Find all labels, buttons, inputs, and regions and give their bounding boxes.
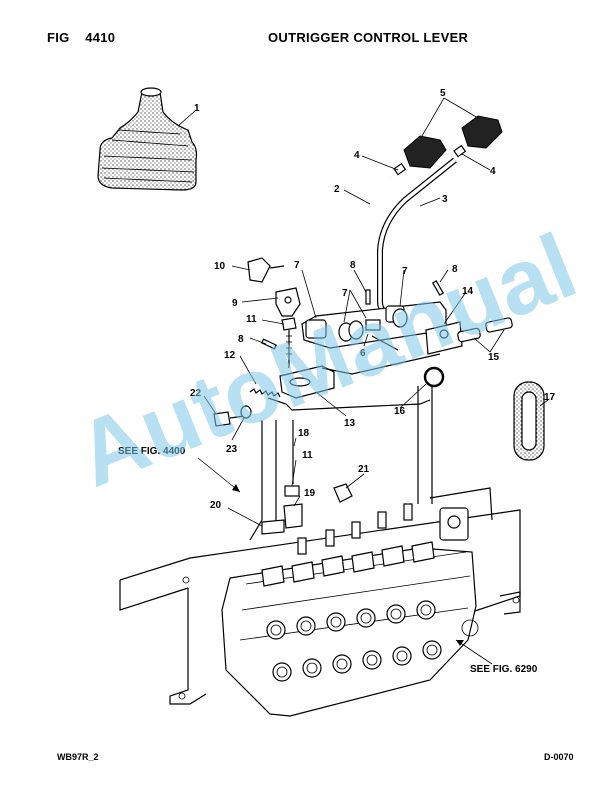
callout-11-b: 11 — [302, 450, 313, 461]
callout-18: 18 — [298, 428, 310, 439]
callout-4-left: 4 — [354, 150, 360, 161]
callout-4-right: 4 — [490, 166, 496, 177]
clevis-linkage — [247, 257, 301, 398]
grommet-part — [513, 381, 545, 461]
see-fig-6290-reference: SEE FIG. 6290 — [470, 664, 538, 675]
callout-3: 3 — [442, 194, 448, 205]
page-title: OUTRIGGER CONTROL LEVER — [268, 30, 469, 45]
callout-6: 6 — [360, 348, 366, 359]
callout-14: 14 — [462, 286, 474, 297]
callout-20: 20 — [210, 500, 222, 511]
callout-numbers: 1 5 4 4 2 3 10 7 8 7 8 7 14 9 11 8 6 15 … — [118, 88, 556, 675]
callout-5: 5 — [440, 88, 446, 99]
watermark: AutoManual — [63, 215, 589, 507]
callout-7-c: 7 — [342, 288, 348, 299]
callout-2: 2 — [334, 184, 340, 195]
callout-22: 22 — [190, 388, 202, 399]
callout-13: 13 — [344, 418, 356, 429]
footer-drawing-code: D-0070 — [544, 752, 574, 762]
leader-lines — [177, 97, 549, 665]
callout-11-a: 11 — [246, 314, 257, 325]
callout-8-a: 8 — [350, 260, 356, 271]
control-valve-body — [221, 503, 479, 717]
callout-19: 19 — [304, 488, 316, 499]
see-fig-4400-reference: SEE FIG. 4400 — [118, 446, 186, 457]
figure-number: FIG 4410 — [47, 30, 116, 45]
callout-23: 23 — [226, 444, 238, 455]
callout-17: 17 — [544, 392, 556, 403]
callout-7-b: 7 — [402, 266, 408, 277]
lever-assembly — [316, 115, 503, 322]
callout-21: 21 — [358, 464, 370, 475]
callout-10: 10 — [214, 261, 226, 272]
boot-part — [97, 87, 198, 191]
callout-9: 9 — [232, 298, 238, 309]
callout-8-c: 8 — [238, 334, 244, 345]
link-plate — [279, 353, 445, 399]
lever-bracket — [301, 280, 463, 355]
callout-16: 16 — [394, 406, 406, 417]
callout-12: 12 — [224, 350, 236, 361]
callout-7-a: 7 — [294, 260, 300, 271]
callout-1: 1 — [194, 103, 200, 114]
control-rods — [213, 386, 433, 541]
callout-15: 15 — [488, 352, 500, 363]
callout-8-b: 8 — [452, 264, 458, 275]
footer-model-code: WB97R_2 — [57, 752, 99, 762]
